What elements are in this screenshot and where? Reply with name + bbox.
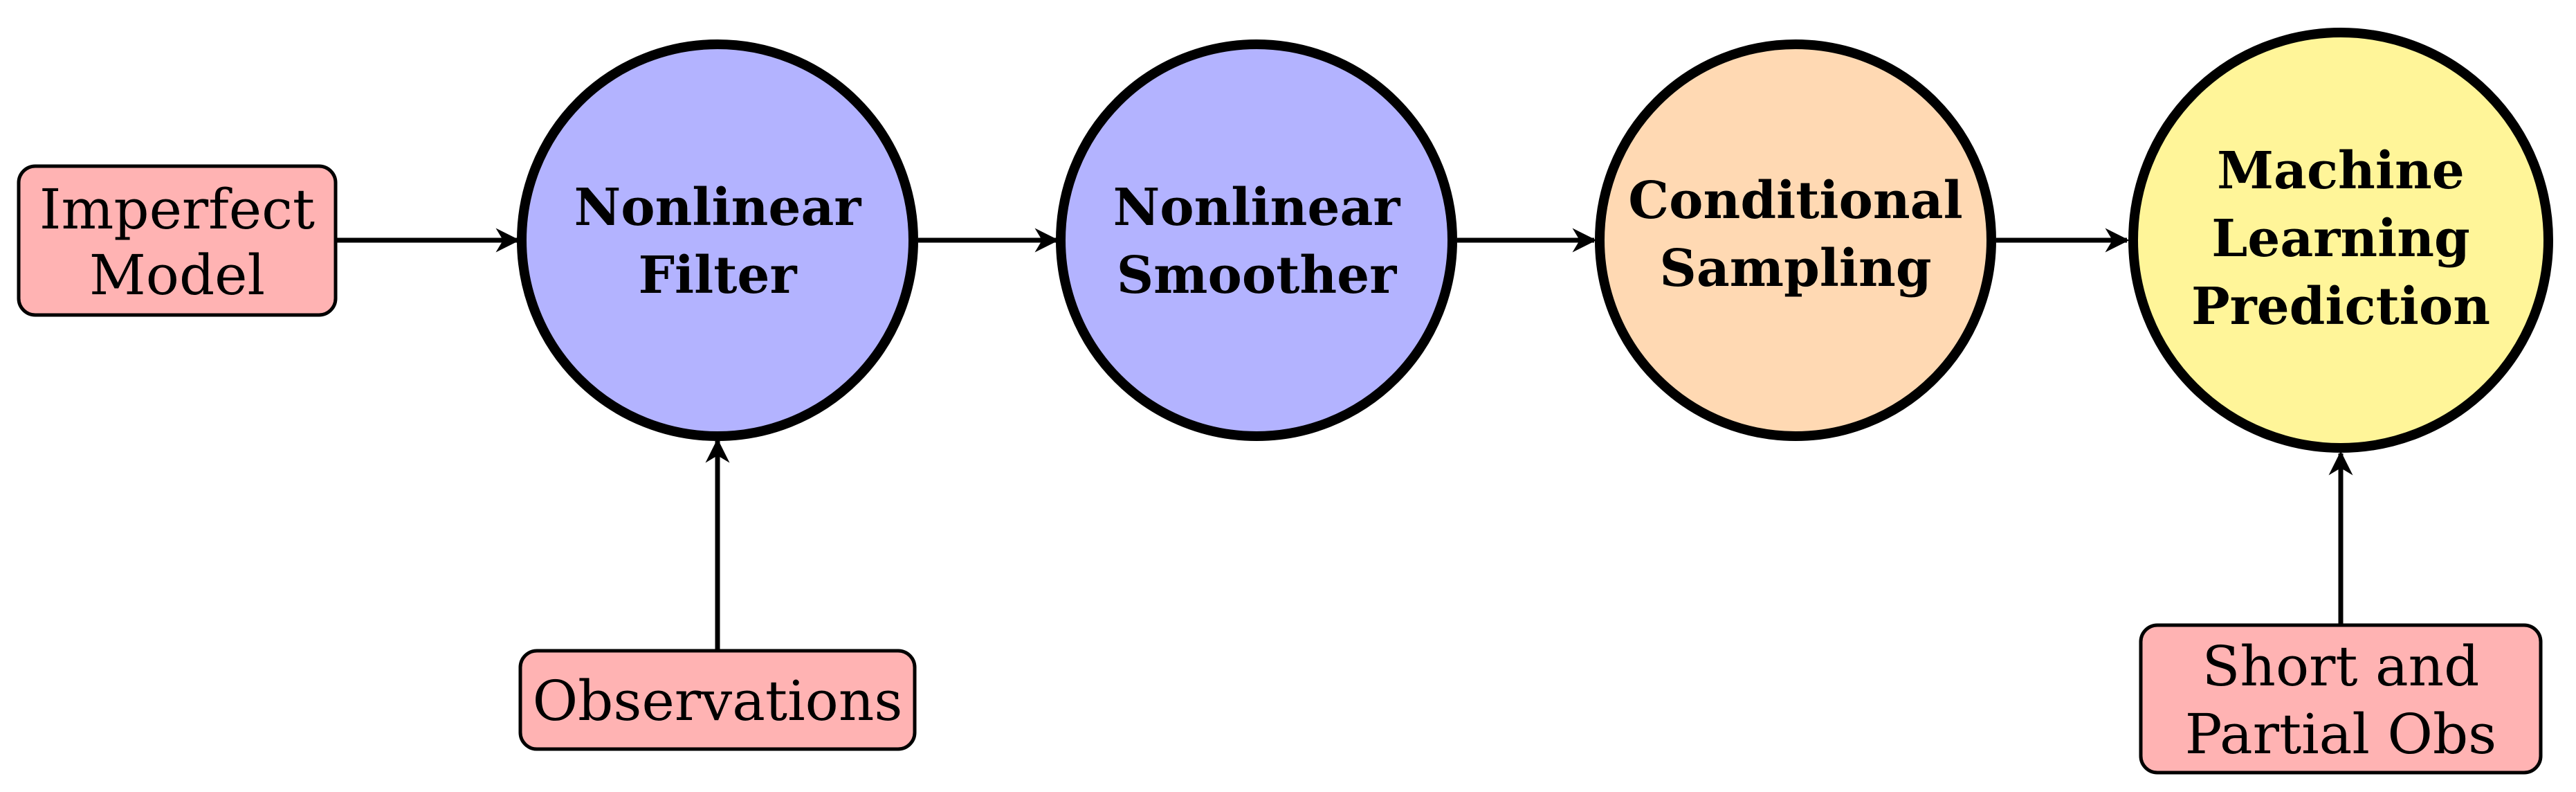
conditional-sampling-label-line1: Conditional [1628, 171, 1962, 231]
nonlinear-filter-node: Nonlinear Filter [517, 39, 918, 441]
nonlinear-filter-label-line1: Nonlinear [574, 178, 862, 237]
imperfect-model-label-line1: Imperfect [39, 177, 315, 242]
conditional-sampling-label-line2: Sampling [1659, 239, 1931, 298]
imperfect-model-label-line2: Model [89, 243, 265, 307]
short-partial-obs-box: Short and Partial Obs [2139, 623, 2543, 775]
imperfect-model-box: Imperfect Model [17, 164, 338, 317]
ml-prediction-label-line1: Machine [2217, 141, 2465, 201]
ml-prediction-label-line3: Prediction [2191, 277, 2490, 336]
observations-label: Observations [533, 669, 903, 733]
nonlinear-smoother-label-line1: Nonlinear [1113, 178, 1401, 237]
nonlinear-smoother-node: Nonlinear Smoother [1056, 39, 1457, 441]
ml-prediction-node: Machine Learning Prediction [2128, 28, 2553, 453]
short-partial-obs-label-line2: Partial Obs [2185, 702, 2496, 766]
nonlinear-smoother-label-line2: Smoother [1117, 246, 1398, 305]
conditional-sampling-node: Conditional Sampling [1595, 39, 1996, 441]
ml-prediction-label-line2: Learning [2211, 209, 2470, 269]
nonlinear-filter-label-line2: Filter [638, 246, 797, 305]
observations-box: Observations [518, 649, 917, 751]
short-partial-obs-label-line1: Short and [2202, 634, 2480, 699]
